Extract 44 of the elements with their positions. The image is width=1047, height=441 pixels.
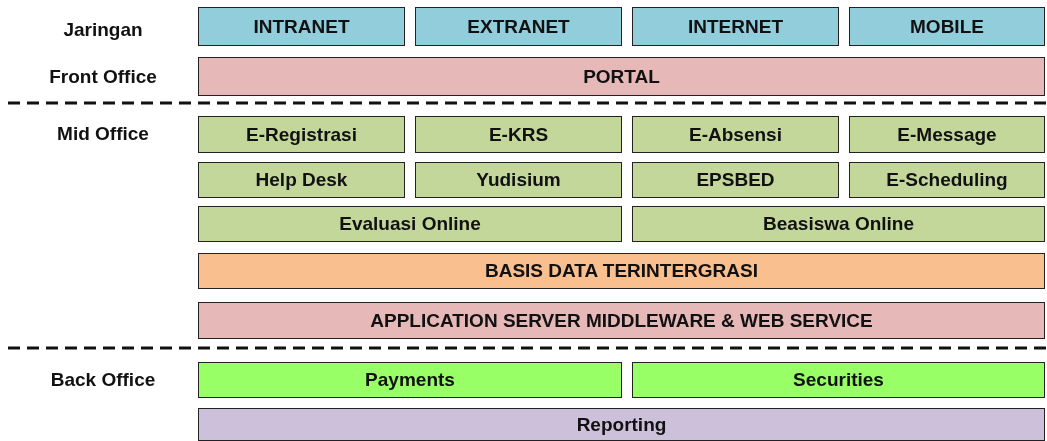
layer-box [198, 408, 1045, 441]
layer-box [198, 7, 405, 46]
box-label: INTRANET [253, 15, 350, 38]
layer-box [632, 362, 1045, 398]
layer-box [198, 116, 405, 153]
box-label: E-Message [897, 123, 997, 146]
layer-box [415, 162, 622, 198]
box-label: E-Scheduling [886, 169, 1008, 191]
box-label: Reporting [576, 413, 667, 436]
layer-box [415, 116, 622, 153]
box-label: Yudisium [476, 169, 561, 191]
box-label: BASIS DATA TERINTERGRASI [484, 260, 758, 282]
box-label: E-Absensi [689, 123, 782, 146]
layer-box [632, 206, 1045, 242]
layer-box [632, 162, 839, 198]
box-label: E-Registrasi [246, 123, 357, 146]
layer-box [198, 302, 1045, 339]
box-label: APPLICATION SERVER MIDDLEWARE & WEB SERVICE [370, 309, 873, 332]
layer-box [198, 362, 622, 398]
layer-label: Jaringan [63, 19, 143, 41]
layer-label: Front Office [49, 66, 157, 88]
layer-box [198, 253, 1045, 289]
box-label: PORTAL [583, 65, 660, 88]
box-label: Securities [793, 369, 884, 391]
layer-box [849, 7, 1045, 46]
box-label: Beasiswa Online [763, 213, 914, 235]
box-label: Payments [365, 369, 455, 391]
layer-label: Back Office [50, 369, 156, 391]
box-label: EXTRANET [467, 15, 570, 38]
layer-box [198, 57, 1045, 96]
box-label: MOBILE [910, 15, 984, 38]
layer-box [198, 206, 622, 242]
layer-box [632, 116, 839, 153]
box-label: INTERNET [688, 15, 783, 38]
layer-box [198, 162, 405, 198]
box-label: Help Desk [255, 169, 348, 191]
layer-box [415, 7, 622, 46]
layer-label: Mid Office [57, 123, 149, 145]
layer-box [849, 116, 1045, 153]
box-label: E-KRS [488, 123, 549, 146]
box-label: EPSBED [696, 169, 775, 191]
box-label: Evaluasi Online [339, 213, 481, 235]
layer-box [849, 162, 1045, 198]
layer-box [632, 7, 839, 46]
